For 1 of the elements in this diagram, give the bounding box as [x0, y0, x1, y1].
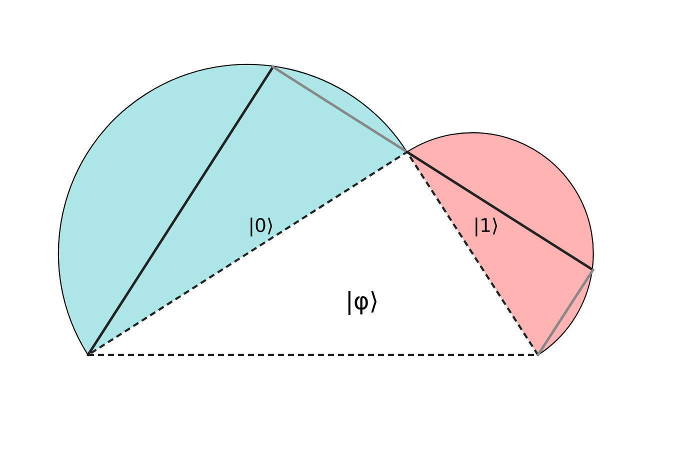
half-disc: |1⟩ [406, 132, 594, 356]
